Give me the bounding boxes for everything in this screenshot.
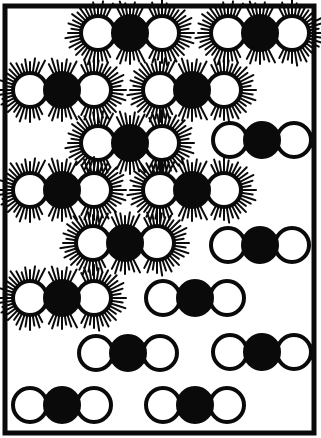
outer-atom-right [207,173,241,207]
central-atom [242,227,278,263]
central-atom [112,15,148,51]
outer-atom-left [143,173,177,207]
central-atom [107,225,143,261]
outer-atom-right [277,123,311,157]
outer-atom-right [77,73,111,107]
outer-atom-right [275,228,309,262]
central-atom [174,172,210,208]
central-atom [244,334,280,370]
outer-atom-left [13,281,47,315]
ground-molecule-2 [211,227,309,263]
central-atom [177,280,213,316]
central-atom [110,335,146,371]
central-atom [44,72,80,108]
outer-atom-right [275,16,309,50]
outer-atom-left [146,281,180,315]
outer-atom-right [77,281,111,315]
central-atom [44,387,80,423]
outer-atom-right [210,388,244,422]
central-atom [177,387,213,423]
ground-molecule-5 [213,334,311,370]
outer-atom-right [145,126,179,160]
outer-atom-right [145,16,179,50]
central-atom [44,280,80,316]
ground-molecule-6 [13,387,111,423]
central-atom [242,15,278,51]
outer-atom-left [79,336,113,370]
outer-atom-right [277,335,311,369]
outer-atom-left [13,73,47,107]
ground-molecule-7 [146,387,244,423]
outer-atom-left [81,16,115,50]
outer-atom-left [81,126,115,160]
outer-atom-left [13,173,47,207]
outer-atom-right [210,281,244,315]
outer-atom-right [140,226,174,260]
ground-molecule-3 [146,280,244,316]
ground-molecule-1 [213,122,311,158]
outer-atom-right [207,73,241,107]
outer-atom-left [76,226,110,260]
outer-atom-right [77,388,111,422]
outer-atom-left [146,388,180,422]
outer-atom-left [13,388,47,422]
central-atom [112,125,148,161]
outer-atom-right [143,336,177,370]
outer-atom-left [213,335,247,369]
outer-atom-left [211,16,245,50]
central-atom [174,72,210,108]
outer-atom-right [77,173,111,207]
outer-atom-left [213,123,247,157]
outer-atom-left [143,73,177,107]
central-atom [44,172,80,208]
ground-molecule-4 [79,335,177,371]
outer-atom-left [211,228,245,262]
central-atom [244,122,280,158]
